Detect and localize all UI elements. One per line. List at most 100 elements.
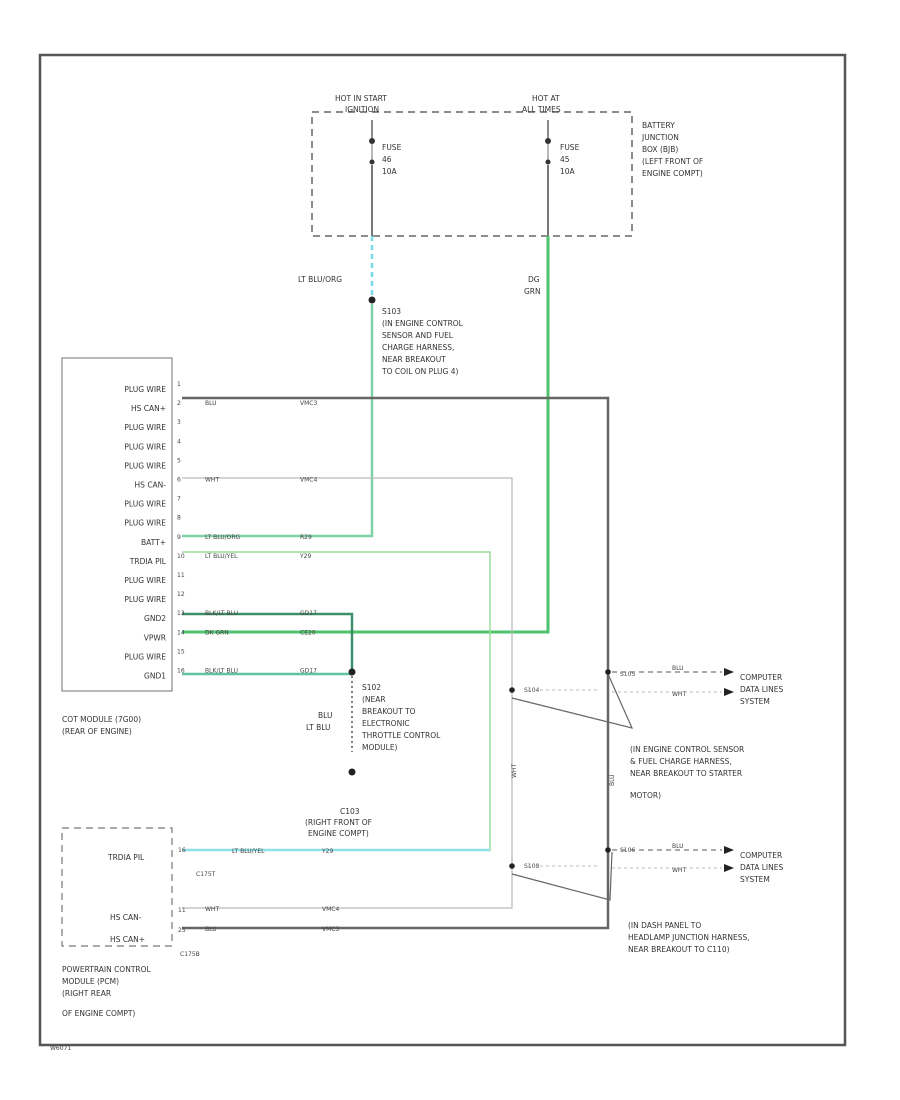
bjb-label-2: JUNCTION (641, 133, 679, 142)
splice-s108-label: S108 (524, 863, 539, 870)
bjb-label-4: (LEFT FRONT OF (642, 157, 703, 166)
cop-wire-circuit: Y29 (299, 553, 311, 560)
cop-wire-circuit: VMC4 (300, 477, 317, 484)
splice-s103-label-2: SENSOR AND FUEL (382, 331, 454, 340)
cop-pin-label: GND2 (144, 614, 166, 623)
pcm-label-2: (RIGHT REAR (62, 989, 111, 998)
splice-s102-label-0: S102 (362, 683, 381, 692)
pcm-terminal-16: 16 (178, 847, 186, 854)
note-1-1: & FUEL CHARGE HARNESS, (630, 757, 732, 766)
arrow-lower-2 (724, 864, 734, 872)
right-wht-1: WHT (672, 691, 686, 698)
cop-wire-color: BLK/LT BLU (205, 610, 238, 617)
fuse-46-label: FUSE (382, 143, 402, 152)
cop-wire-color: DK GRN (205, 629, 229, 636)
cop-wire-circuit: VMC3 (300, 400, 317, 407)
pcm-color-blu: BLU (205, 926, 217, 933)
cop-pin-label: PLUG WIRE (124, 461, 166, 470)
right-wht-2: WHT (672, 867, 686, 874)
diagram-frame (38, 53, 847, 1047)
cop-terminal-number: 16 (177, 668, 185, 675)
cop-wire-circuit: CE20 (300, 629, 316, 636)
splice-connector-upper (511, 673, 634, 729)
cop-terminal-number: 8 (177, 515, 181, 522)
bjb-label-5: ENGINE COMPT) (642, 169, 703, 178)
pcm-pin-hs-can-minus: HS CAN- (110, 913, 142, 922)
pcm-color-y29: LT BLU/YEL (232, 848, 265, 855)
cop-terminal-number: 3 (177, 419, 181, 426)
splice-s103-dot (368, 296, 376, 304)
splice-s103-label-1: (IN ENGINE CONTROL (382, 319, 464, 328)
cop-terminal-number: 14 (177, 629, 185, 636)
fuse-46-rating: 10A (382, 167, 398, 176)
cop-terminal-number: 6 (177, 477, 181, 484)
splice-s105-dot (605, 669, 611, 675)
pcm-connector-a: C175T (196, 871, 216, 878)
cop-wire-color: WHT (205, 477, 219, 484)
c103-label-0: C103 (340, 807, 360, 816)
note-1-0: (IN ENGINE CONTROL SENSOR (630, 745, 744, 754)
computer-2-label-2: SYSTEM (740, 875, 770, 884)
cop-pin-label: VPWR (144, 633, 166, 642)
splice-s106-dot (605, 847, 611, 853)
wire-dk-grn (182, 236, 550, 634)
arrow-lower-1 (724, 846, 734, 854)
wire-label-blu: BLU (318, 711, 332, 720)
pcm-terminal-11: 11 (178, 907, 186, 914)
cop-terminal-number: 11 (177, 572, 185, 579)
splice-s102-label-5: MODULE) (362, 743, 398, 752)
computer-1-label-1: DATA LINES (740, 685, 783, 694)
splice-connector-lower (511, 851, 613, 901)
pcm-circuit-vmc4: VMC4 (322, 906, 339, 913)
c103-label-2: ENGINE COMPT) (308, 829, 369, 838)
splice-s102-label-2: BREAKOUT TO (362, 707, 416, 716)
cop-pin-label: PLUG WIRE (124, 519, 166, 528)
arrow-upper-1 (724, 668, 734, 676)
fuse-46-number: 46 (382, 155, 392, 164)
cop-module-label-0: COT MODULE (7G00) (62, 715, 141, 724)
right-splices: S104 S105 BLU WHT COMPUTER DATA LINES SY… (509, 665, 783, 954)
pcm-connector-b: C175B (180, 951, 200, 958)
pcm-pin-trdia: TRDIA PIL (107, 853, 145, 862)
splice-s103-label-3: CHARGE HARNESS, (382, 343, 454, 352)
splice-s103-label-4: NEAR BREAKOUT (382, 355, 446, 364)
cop-terminal-number: 7 (177, 496, 181, 503)
wire-blu-vmc3 (182, 396, 610, 930)
splice-s102-dot (348, 668, 356, 676)
computer-1-label-0: COMPUTER (740, 673, 782, 682)
splice-s108-dot (509, 863, 515, 869)
pcm-label-3: OF ENGINE COMPT) (62, 1009, 135, 1018)
cop-terminal-number: 5 (177, 457, 181, 464)
vertical-label-wht: WHT (511, 764, 518, 778)
cop-terminal-number: 15 (177, 648, 185, 655)
cop-pin-label: PLUG WIRE (124, 595, 166, 604)
wire-wht-vmc4 (182, 477, 513, 909)
pcm-color-wht: WHT (205, 906, 219, 913)
pcm-circuit-y29: Y29 (321, 848, 333, 855)
bjb-label-1: BATTERY (642, 121, 675, 130)
cop-pin-label: GND1 (144, 672, 166, 681)
footer-code: W6071 (50, 1045, 71, 1052)
c103-label-1: (RIGHT FRONT OF (305, 818, 372, 827)
hot-all-label: HOT AT (532, 94, 560, 103)
pcm-pin-hs-can-plus: HS CAN+ (110, 935, 145, 944)
cop-wire-circuit: GD17 (300, 668, 317, 675)
battery-junction-box: HOT IN START IGNITION HOT AT ALL TIMES F… (311, 94, 703, 237)
splice-s102-label-3: ELECTRONIC (362, 719, 410, 728)
splice-s102-label-1: (NEAR (362, 695, 386, 704)
computer-1-label-2: SYSTEM (740, 697, 770, 706)
pcm-module: TRDIA PIL HS CAN- HS CAN+ 16 11 25 LT BL… (61, 827, 339, 1018)
splice-s102-label-4: THROTTLE CONTROL (361, 731, 441, 740)
cop-wire-circuit: R29 (300, 534, 312, 541)
cop-wire-color: BLU (205, 400, 217, 407)
fuse-46-terminal (369, 138, 375, 144)
hot-all-label-2: ALL TIMES (522, 105, 561, 114)
cop-terminal-number: 13 (177, 610, 185, 617)
vertical-label-blu: BLU (609, 774, 616, 786)
cop-pin-label: PLUG WIRE (124, 423, 166, 432)
cop-pin-label: TRDIA PIL (129, 557, 167, 566)
cop-wire-circuit: GD17 (300, 610, 317, 617)
note-2-0: (IN DASH PANEL TO (628, 921, 701, 930)
